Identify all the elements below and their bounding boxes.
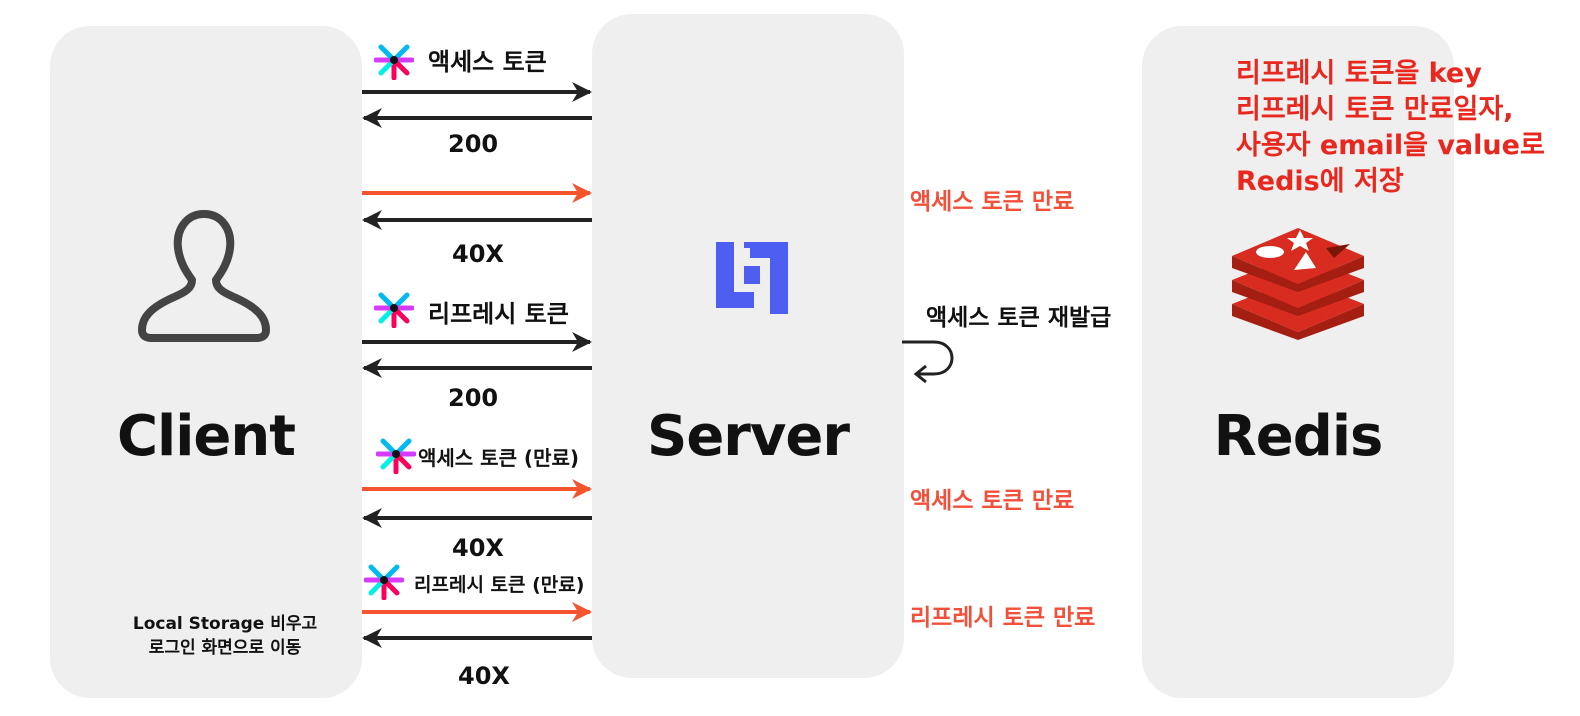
redis-title: Redis: [1213, 404, 1384, 469]
redis-note-line: 리프레시 토큰 만료일자,: [1236, 94, 1514, 125]
message-label: 액세스 토큰: [428, 48, 547, 76]
server-logo-icon: [716, 242, 788, 314]
redis-lane: [1142, 26, 1454, 698]
redis-note-line: Redis에 저장: [1236, 166, 1404, 197]
jwt-icon: [374, 288, 414, 328]
jwt-icon: [376, 434, 416, 474]
server-note-expired: 액세스 토큰 만료: [910, 189, 1075, 215]
jwt-icon: [364, 560, 404, 600]
client-logout-note: Local Storage 비우고 로그인 화면으로 이동: [110, 612, 340, 660]
message-label: 리프레시 토큰: [428, 300, 569, 328]
return-arrow-icon: [902, 340, 954, 384]
server-lane: [592, 14, 904, 678]
redis-note-line: 리프레시 토큰을 key: [1236, 58, 1482, 89]
status-label: 40X: [452, 534, 504, 562]
redis-note-line: 사용자 email을 value로: [1236, 130, 1545, 161]
status-label: 40X: [458, 662, 510, 690]
message-label: 리프레시 토큰 (만료): [414, 574, 585, 596]
client-title: Client: [116, 404, 296, 469]
user-icon: [138, 210, 270, 342]
client-lane: [50, 26, 362, 698]
message-label: 액세스 토큰 (만료): [418, 446, 580, 470]
client-note-line: Local Storage 비우고: [132, 614, 318, 634]
jwt-icon: [374, 40, 414, 80]
server-note-refresh-expired: 리프레시 토큰 만료: [910, 605, 1096, 631]
status-label: 200: [448, 130, 499, 158]
status-label: 40X: [452, 240, 504, 268]
server-note-reissue: 액세스 토큰 재발급: [926, 305, 1112, 331]
server-note-expired: 액세스 토큰 만료: [910, 488, 1075, 514]
redis-logo-icon: [1232, 228, 1364, 340]
status-label: 200: [448, 384, 499, 412]
server-title: Server: [646, 404, 850, 469]
redis-storage-note: 리프레시 토큰을 key 리프레시 토큰 만료일자, 사용자 email을 va…: [1236, 56, 1545, 200]
client-note-line: 로그인 화면으로 이동: [148, 638, 302, 658]
